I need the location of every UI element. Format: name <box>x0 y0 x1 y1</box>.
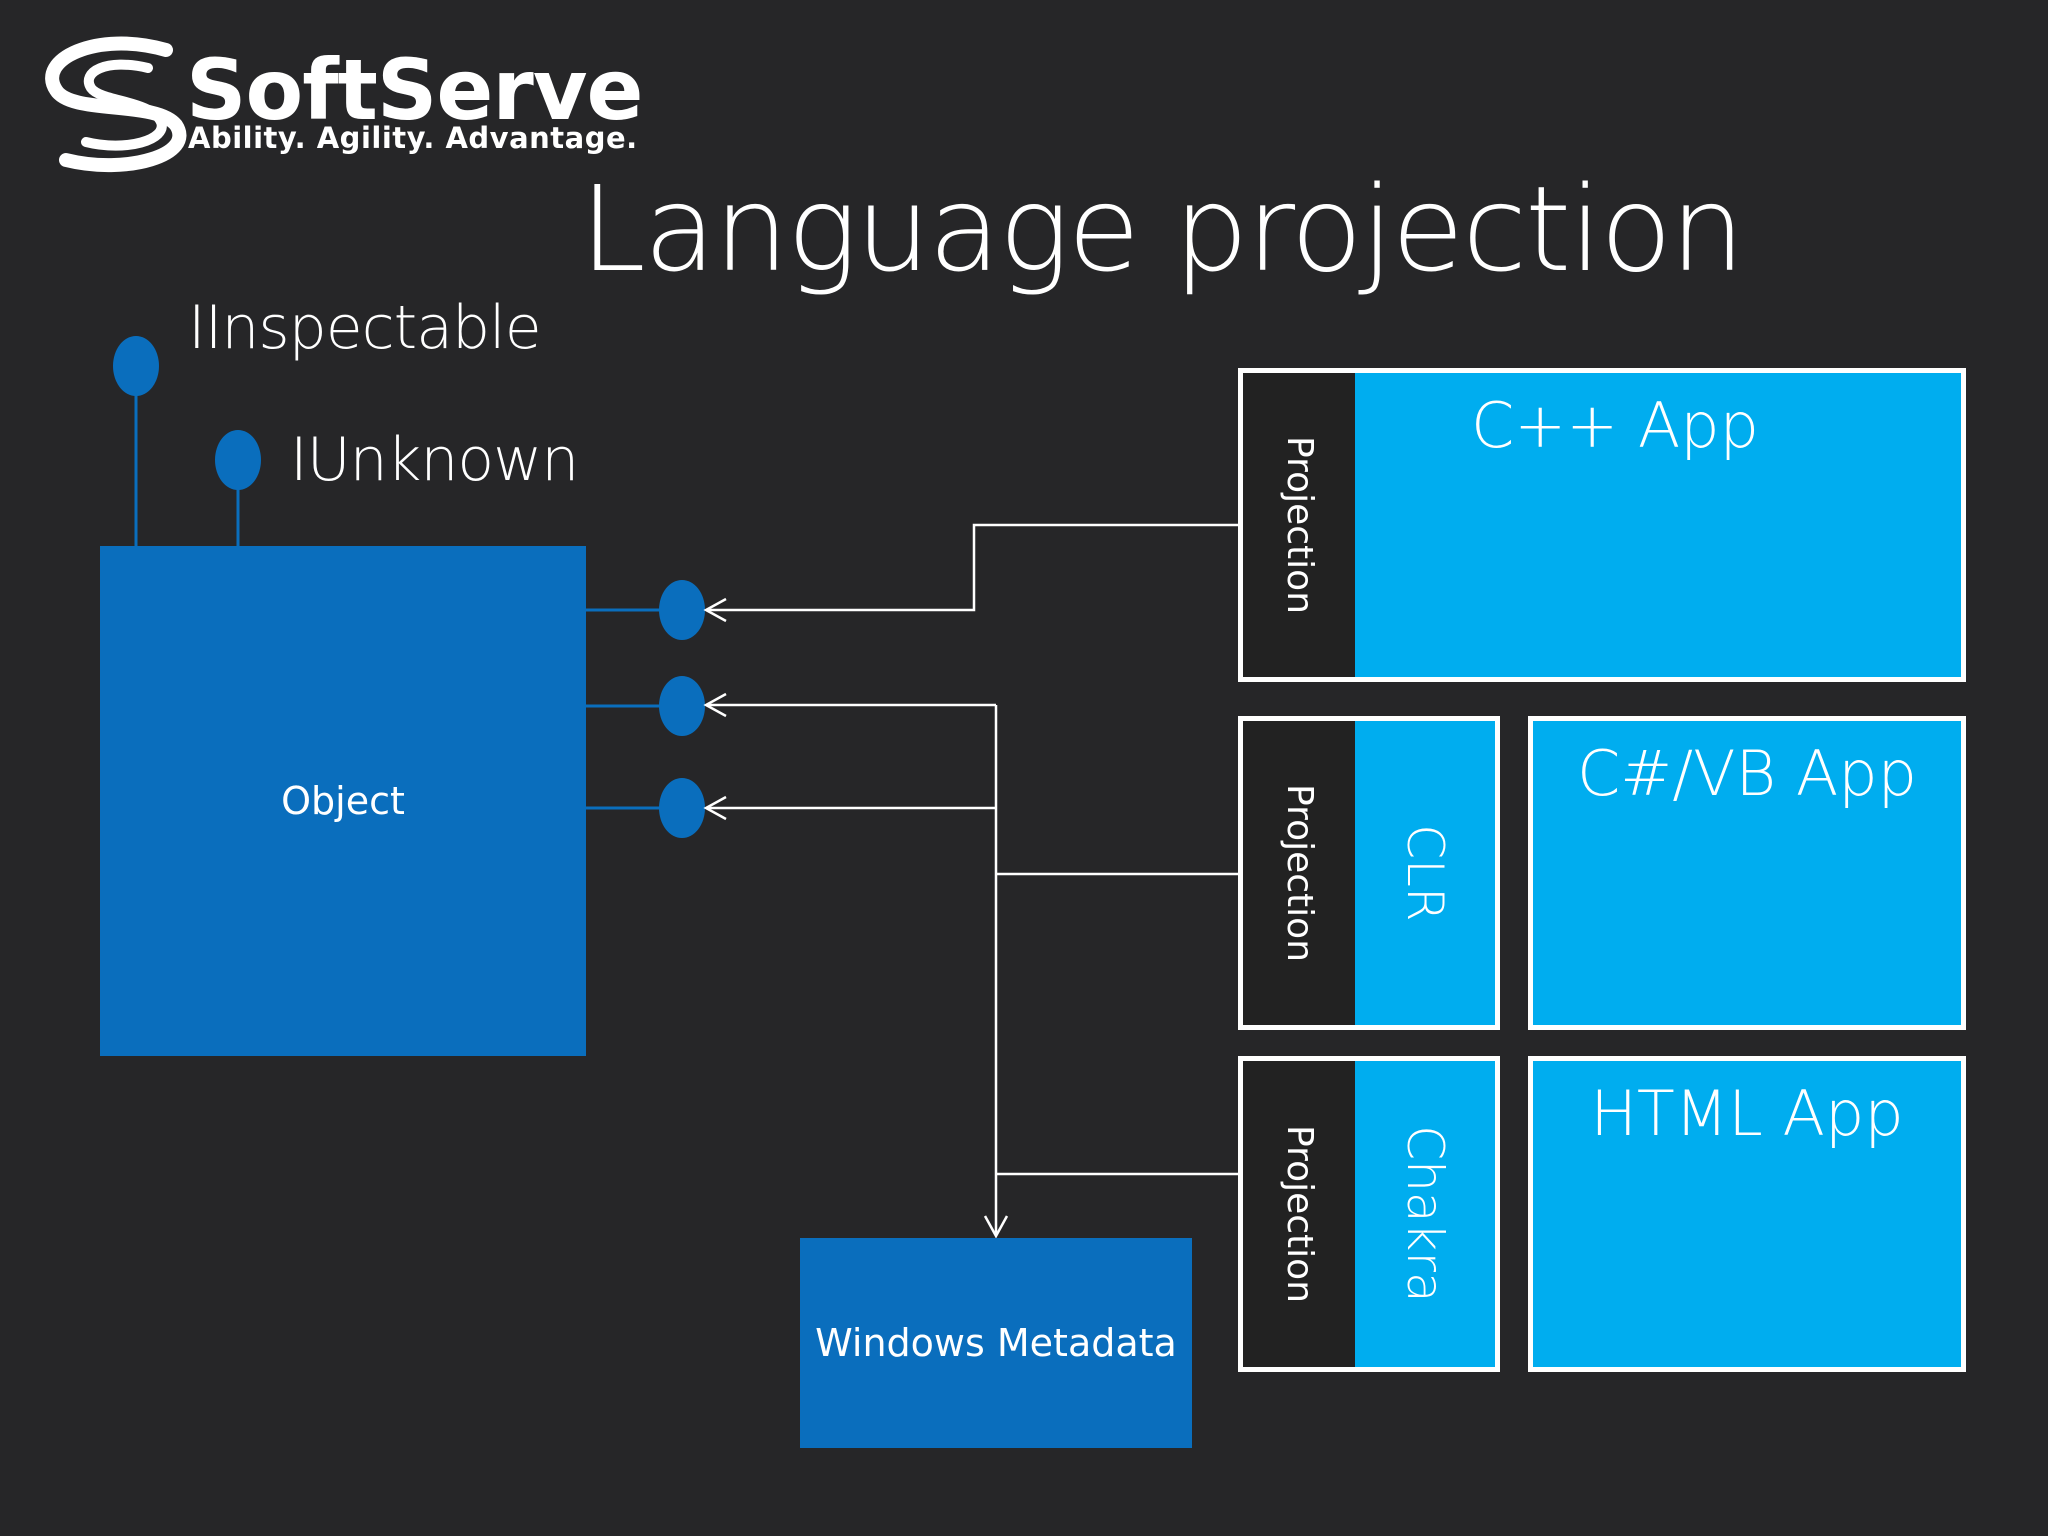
html-app-title: HTML App <box>1590 1077 1904 1150</box>
iunknown-label: IUnknown <box>290 425 579 495</box>
softserve-logo-mark <box>45 36 187 173</box>
object-interface-lollipop-1 <box>659 580 705 640</box>
slide-title: Language projection <box>580 160 1745 298</box>
object-label: Object <box>281 779 405 823</box>
arrow-head-1 <box>703 597 727 623</box>
cpp-app-box: Projection C++ App <box>1238 368 1966 682</box>
object-interface-lollipop-2 <box>659 676 705 736</box>
cpp-connector <box>706 523 1240 612</box>
logo-tagline: Ability. Agility. Advantage. <box>188 121 638 155</box>
html-projection-bar: Projection <box>1243 1061 1355 1367</box>
cpp-projection-bar: Projection <box>1243 373 1355 677</box>
object-interface-lollipop-3 <box>659 778 705 838</box>
csharp-vb-app-box: C#/VB App <box>1528 716 1966 1030</box>
csharp-runtime-box: Projection CLR <box>1238 716 1500 1030</box>
html-runtime-box: Projection Chakra <box>1238 1056 1500 1372</box>
windows-metadata-box: Windows Metadata <box>800 1238 1192 1448</box>
windows-metadata-label: Windows Metadata <box>815 1321 1177 1365</box>
iunknown-lollipop <box>215 430 261 490</box>
arrow-head-3 <box>703 795 727 821</box>
iinspectable-label: IInspectable <box>188 293 542 363</box>
csharp-vb-app-title: C#/VB App <box>1577 737 1917 810</box>
logo-name: SoftServe <box>186 41 644 139</box>
arrow-head-2 <box>703 692 727 718</box>
html-app-box: HTML App <box>1528 1056 1966 1372</box>
csharp-projection-label: Projection <box>1279 783 1320 963</box>
html-projection-label: Projection <box>1279 1124 1320 1304</box>
cpp-app-title: C++ App <box>1471 389 1760 462</box>
metadata-arrow-head <box>983 1215 1009 1239</box>
csharp-projection-bar: Projection <box>1243 721 1355 1025</box>
chakra-label: Chakra <box>1396 1125 1454 1303</box>
clr-label: CLR <box>1396 824 1454 922</box>
cpp-projection-label: Projection <box>1279 435 1320 615</box>
iinspectable-lollipop <box>113 336 159 396</box>
object-box: Object <box>100 546 586 1056</box>
